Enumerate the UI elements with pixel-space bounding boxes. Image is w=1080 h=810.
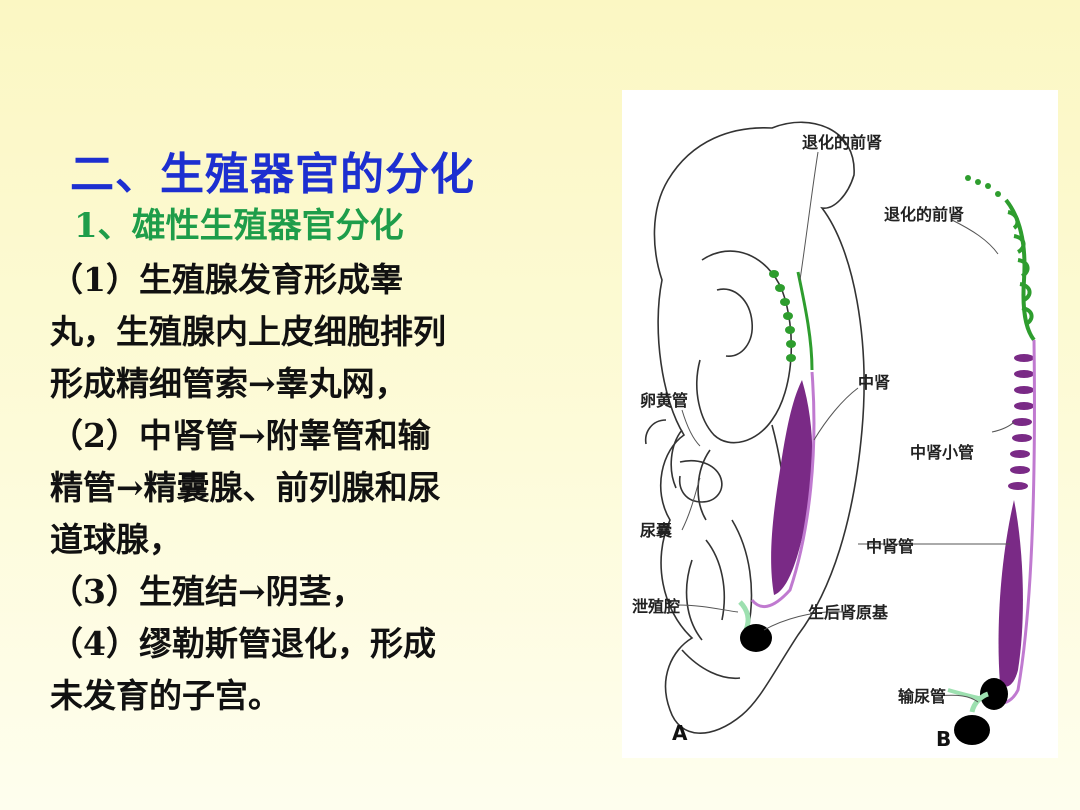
mesonephros-b bbox=[998, 500, 1023, 687]
embryo-outline bbox=[644, 121, 865, 734]
body-text: （1）生殖腺发育形成睾 丸，生殖腺内上皮细胞排列 形成精细管索→睾丸网， （2）… bbox=[50, 254, 570, 722]
leader-lines bbox=[677, 151, 1015, 703]
slide-title: 二、生殖器官的分化 bbox=[70, 149, 475, 200]
paragraph-line: （2）中肾管→附睾管和输 bbox=[50, 416, 431, 455]
paragraph-line: 道球腺， bbox=[50, 520, 182, 559]
paragraph-line: 精管→精囊腺、前列腺和尿 bbox=[50, 468, 441, 507]
label-ureter: 输尿管 bbox=[898, 687, 946, 706]
paragraph-line: （3）生殖结→阴茎， bbox=[50, 572, 365, 611]
metanephros-b bbox=[980, 678, 1008, 710]
label-pronephros-a: 退化的前肾 bbox=[802, 133, 882, 152]
panel-label-b: B bbox=[936, 727, 951, 751]
label-mesonephric-tubule: 中肾小管 bbox=[910, 443, 974, 462]
label-metanephric-blastema: 生后肾原基 bbox=[808, 603, 889, 622]
mesonephric-tubules-b bbox=[1008, 354, 1034, 490]
paragraph-line: 丸，生殖腺内上皮细胞排列 bbox=[50, 312, 446, 351]
label-allantois: 尿囊 bbox=[640, 521, 673, 540]
paragraph-line: （1）生殖腺发育形成睾 bbox=[50, 260, 403, 299]
ureter-bud-b bbox=[969, 691, 989, 713]
label-cloaca: 泄殖腔 bbox=[632, 597, 680, 616]
slide-subtitle: 1、雄性生殖器官分化 bbox=[74, 206, 404, 246]
paragraph-line: 未发育的子宫。 bbox=[50, 676, 281, 715]
label-mesonephric-duct: 中肾管 bbox=[866, 537, 914, 556]
label-pronephros-b: 退化的前肾 bbox=[884, 205, 964, 224]
metanephros-a bbox=[740, 624, 772, 652]
ureter-bud-a bbox=[738, 600, 751, 631]
embryo-kidney-figure: 退化的前肾 退化的前肾 卵黄管 中肾 中肾小管 尿囊 中肾管 泄殖腔 生后肾原基… bbox=[622, 90, 1058, 758]
pronephric-tubules-b bbox=[1007, 210, 1034, 326]
label-yolk-duct: 卵黄管 bbox=[640, 391, 688, 410]
mesonephros-a bbox=[771, 380, 813, 595]
paragraph-line: （4）缪勒斯管退化，形成 bbox=[50, 624, 436, 663]
mesonephric-duct-b bbox=[991, 339, 1036, 705]
label-mesonephros: 中肾 bbox=[858, 373, 890, 392]
embryo-diagram: 退化的前肾 退化的前肾 卵黄管 中肾 中肾小管 尿囊 中肾管 泄殖腔 生后肾原基… bbox=[632, 121, 1036, 751]
mesonephric-duct-a bbox=[750, 371, 816, 609]
pronephric-duct-a bbox=[796, 271, 814, 371]
paragraph-line: 形成精细管索→睾丸网， bbox=[50, 364, 408, 403]
cloaca-b bbox=[954, 715, 990, 745]
pronephros-dots-a bbox=[769, 270, 796, 362]
panel-label-a: A bbox=[672, 721, 688, 745]
pronephros-b bbox=[965, 175, 1001, 197]
